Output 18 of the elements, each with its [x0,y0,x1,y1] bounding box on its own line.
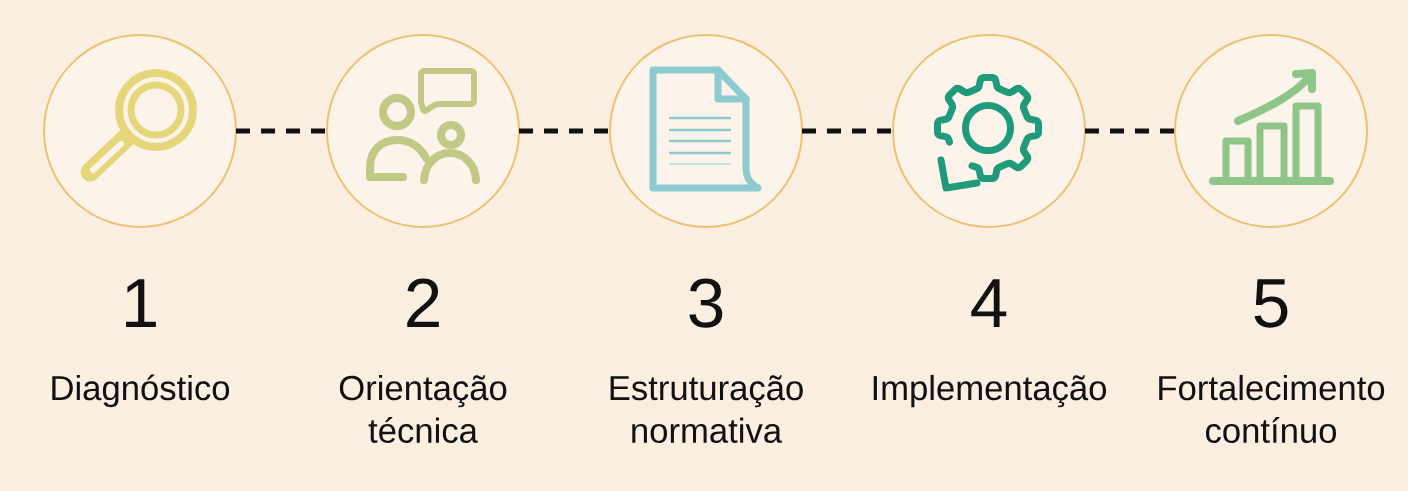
dashed-line [1085,128,1175,134]
dashed-line [802,128,893,134]
step-number: 2 [407,278,439,327]
dashed-line [519,128,610,134]
step-label: Fortalecimento contínuo [1159,374,1385,443]
step-label: Estruturação normativa [610,375,803,443]
step-number: 1 [126,279,156,327]
step-number: 4 [971,279,1007,327]
step-number: 5 [1254,279,1288,328]
dashed-line [236,128,327,134]
step-circle [1174,34,1368,228]
step-circle [326,34,520,228]
step-label: Diagnóstico [52,374,230,408]
step-circle [609,34,803,228]
step-label: Orientação técnica [339,374,507,443]
step-number: 3 [689,278,723,328]
step-circle [892,34,1086,228]
step-label: Implementação [873,374,1106,408]
